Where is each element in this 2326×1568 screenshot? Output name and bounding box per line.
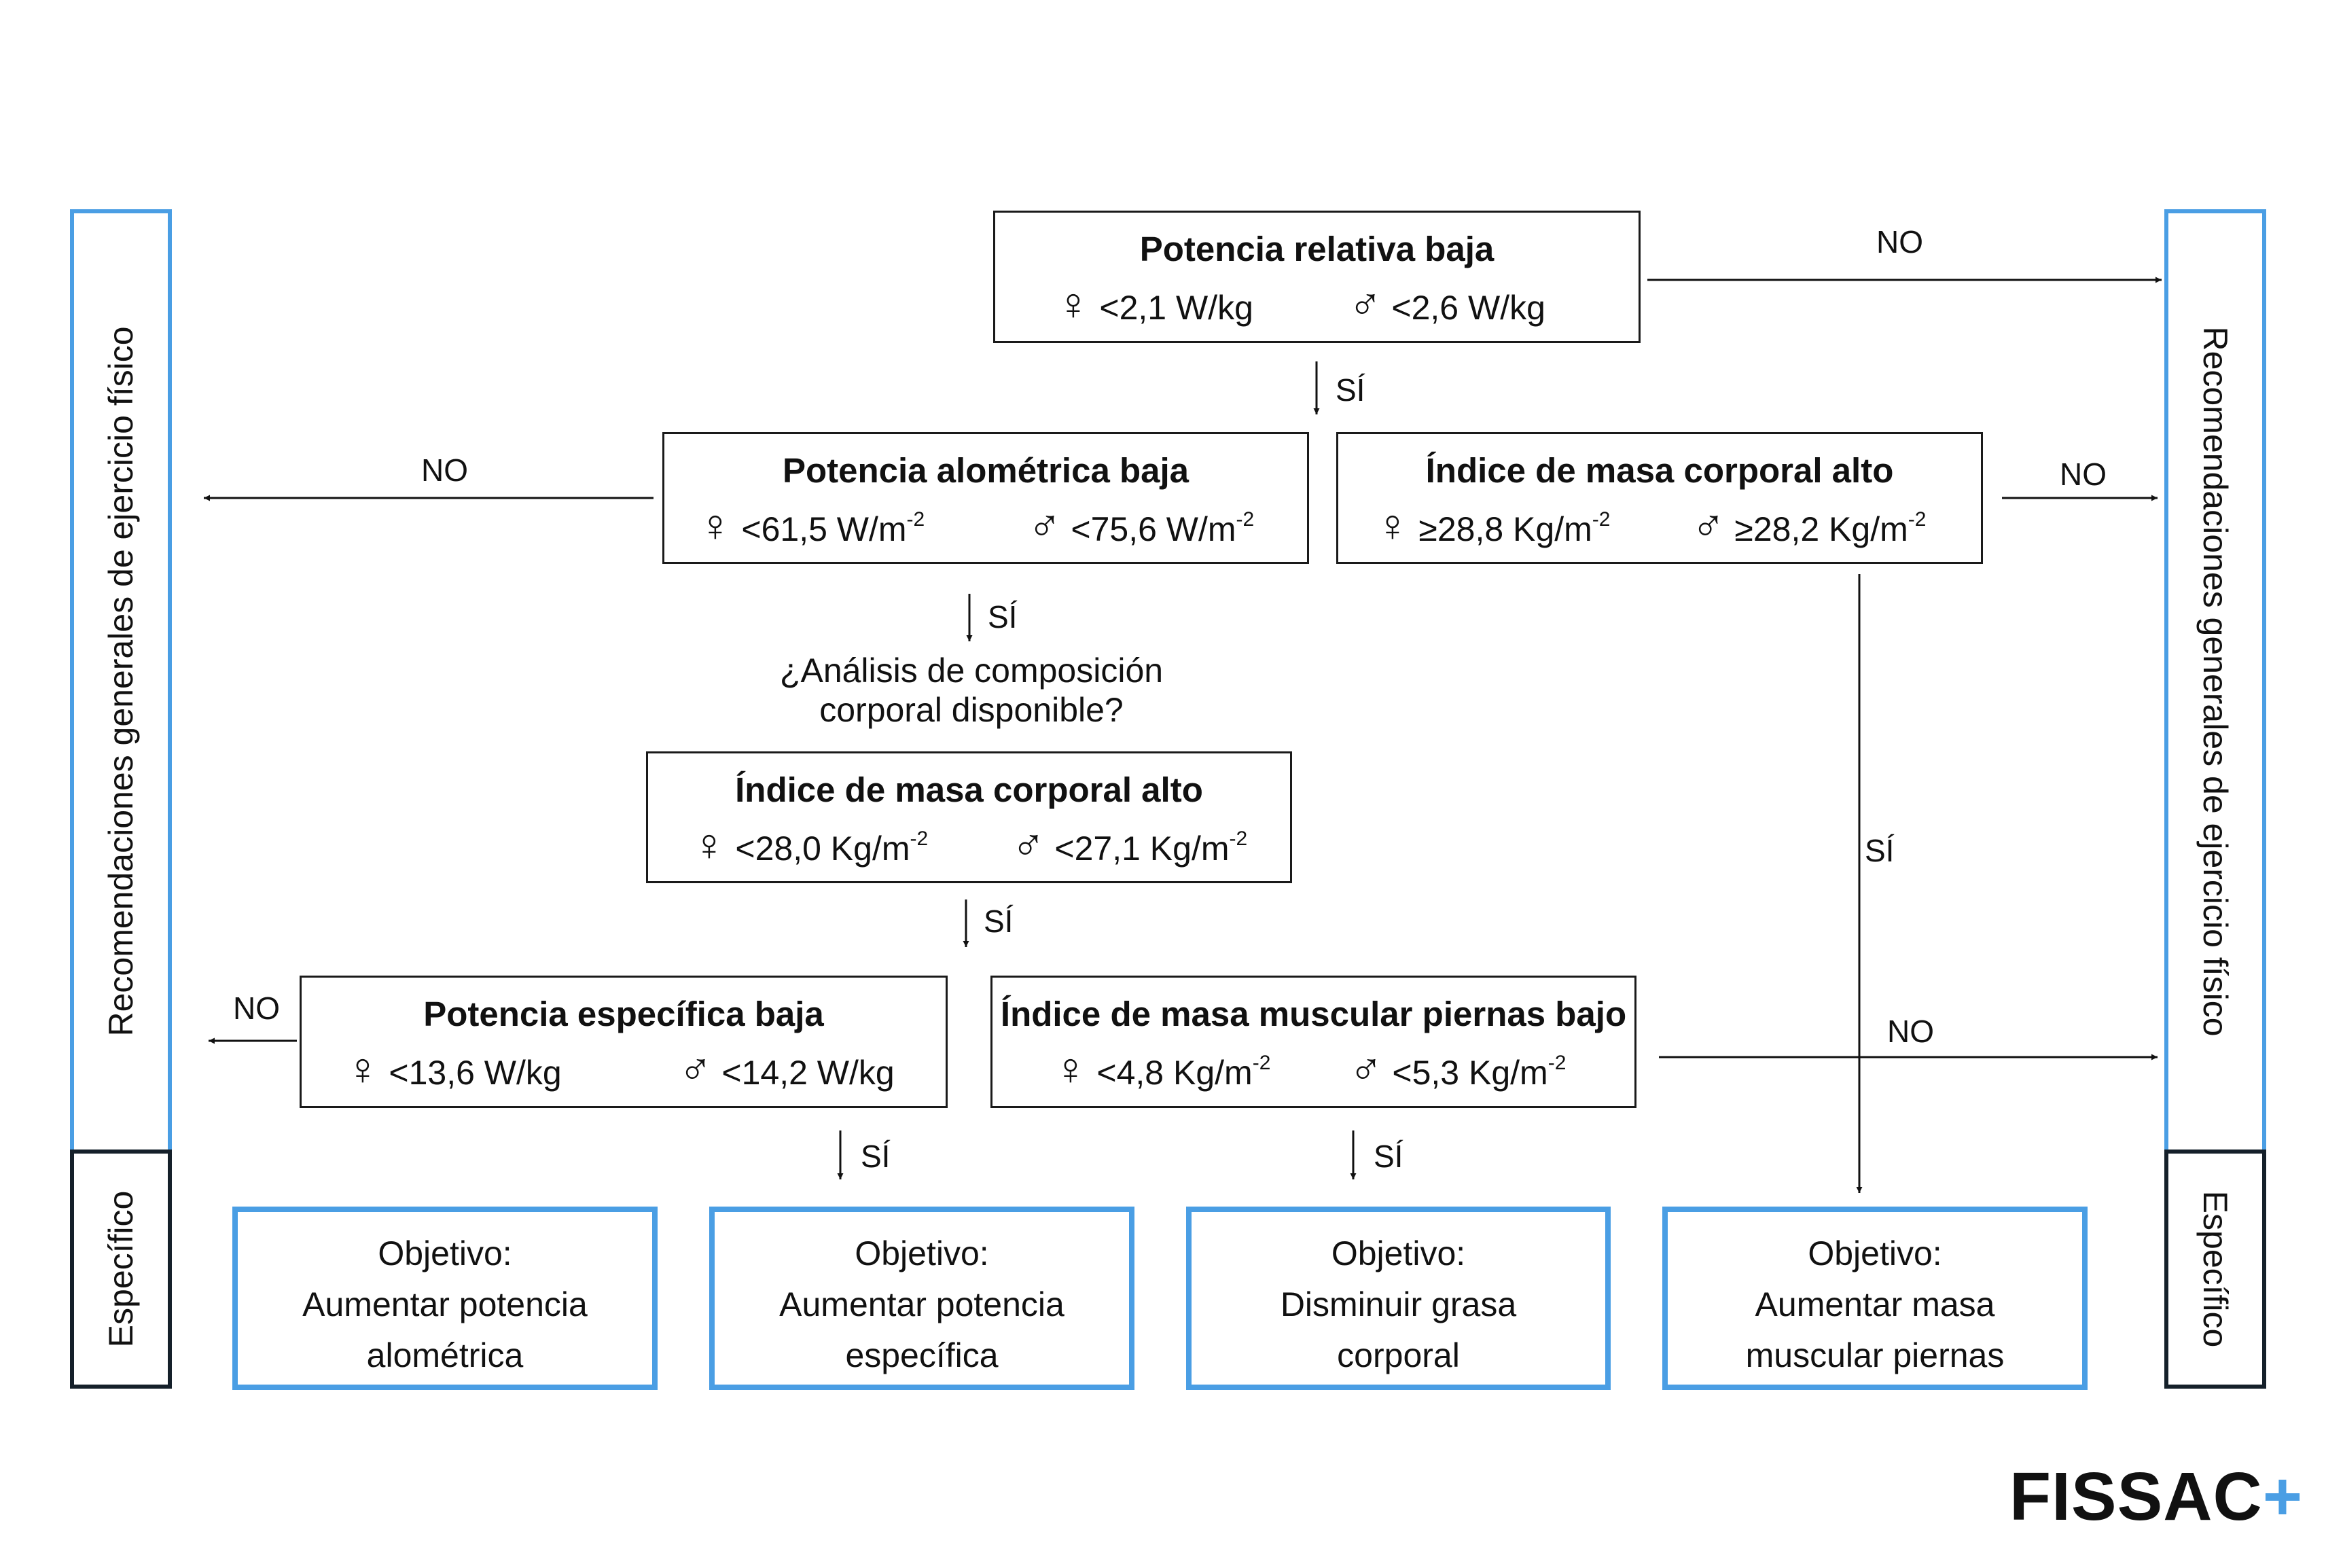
box-relative-power: Potencia relativa baja ♀ <2,1 W/kg ♂ <2,… [993, 211, 1641, 343]
male-icon: ♂ [1028, 500, 1062, 550]
goal-line: Disminuir grasa [1280, 1285, 1517, 1323]
right-specific-panel: Específico [2164, 1150, 2266, 1389]
goal-line: alométrica [366, 1336, 524, 1374]
male-threshold: <75,6 W/m [1071, 510, 1236, 548]
female-icon: ♀ [1054, 1044, 1088, 1094]
female-threshold: <61,5 W/m [741, 510, 907, 548]
yes-label-box3: SÍ [1865, 833, 1895, 868]
male-threshold: <14,2 W/kg [721, 1054, 895, 1092]
female-threshold: ≥28,8 Kg/m [1418, 510, 1592, 548]
fissac-logo: FISSAC+ [2009, 1459, 2303, 1534]
left-specific-panel: Específico [70, 1150, 172, 1389]
female-icon: ♀ [346, 1044, 380, 1094]
female-icon: ♀ [692, 819, 726, 870]
goal-line: Aumentar potencia [779, 1285, 1064, 1323]
box-title: Índice de masa corporal alto [735, 770, 1203, 809]
female-threshold: <4,8 Kg/m [1096, 1054, 1253, 1092]
female-exponent: -2 [1252, 1052, 1271, 1074]
female-exponent: -2 [906, 508, 925, 531]
female-exponent: -2 [1592, 508, 1611, 531]
logo-text: FISSAC [2009, 1459, 2263, 1535]
box-title: Índice de masa muscular piernas bajo [1000, 995, 1627, 1033]
male-icon: ♂ [1348, 279, 1382, 329]
yes-label-box2: SÍ [988, 599, 1018, 635]
box-allometric-power: Potencia alométrica baja ♀ <61,5 W/m-2 ♂… [662, 432, 1309, 564]
male-threshold: <2,6 W/kg [1391, 289, 1545, 327]
box-title: Potencia alométrica baja [782, 451, 1189, 490]
goal-heading: Objetivo: [1331, 1234, 1466, 1272]
male-exponent: -2 [1229, 827, 1248, 850]
goal-heading: Objetivo: [1808, 1234, 1942, 1272]
no-label-box3: NO [2060, 457, 2107, 492]
goal-heading: Objetivo: [855, 1234, 989, 1272]
female-threshold: <2,1 W/kg [1099, 289, 1253, 327]
box-leg-muscle-index: Índice de masa muscular piernas bajo ♀ <… [990, 976, 1636, 1108]
male-icon: ♂ [679, 1044, 713, 1094]
box-high-bmi-top: Índice de masa corporal alto ♀ ≥28,8 Kg/… [1336, 432, 1983, 564]
male-exponent: -2 [1236, 508, 1255, 531]
yes-label-box4: SÍ [984, 904, 1014, 939]
no-label-box2: NO [421, 452, 468, 488]
goal-leg-muscle: Objetivo: Aumentar masa muscular piernas [1662, 1207, 2088, 1390]
male-exponent: -2 [1547, 1052, 1567, 1074]
female-icon: ♀ [698, 500, 732, 550]
no-label-box5: NO [233, 991, 280, 1026]
box-title: Potencia relativa baja [1139, 230, 1495, 268]
goal-line: específica [845, 1336, 999, 1374]
left-general-text: Recomendaciones generales de ejercicio f… [102, 326, 140, 1037]
box-title: Potencia específica baja [423, 995, 824, 1033]
goal-specific-power: Objetivo: Aumentar potencia específica [709, 1207, 1134, 1390]
right-general-text: Recomendaciones generales de ejercicio f… [2196, 326, 2234, 1037]
composition-question: ¿Análisis de composición corporal dispon… [666, 651, 1277, 730]
left-general-panel: Recomendaciones generales de ejercicio f… [70, 209, 172, 1154]
female-icon: ♀ [1056, 279, 1090, 329]
goal-body-fat: Objetivo: Disminuir grasa corporal [1186, 1207, 1611, 1390]
yes-label-box1: SÍ [1336, 372, 1365, 408]
right-general-panel: Recomendaciones generales de ejercicio f… [2164, 209, 2266, 1154]
box-title: Índice de masa corporal alto [1425, 451, 1894, 490]
yes-label-box5: SÍ [861, 1139, 891, 1174]
male-threshold: ≥28,2 Kg/m [1734, 510, 1908, 548]
goal-line: corporal [1337, 1336, 1460, 1374]
box-high-bmi-middle: Índice de masa corporal alto ♀ <28,0 Kg/… [646, 751, 1292, 883]
question-line-2: corporal disponible? [819, 691, 1124, 729]
male-icon: ♂ [1349, 1044, 1383, 1094]
female-threshold: <28,0 Kg/m [735, 830, 910, 868]
male-exponent: -2 [1908, 508, 1927, 531]
female-exponent: -2 [910, 827, 929, 850]
goal-line: muscular piernas [1745, 1336, 2005, 1374]
female-threshold: <13,6 W/kg [389, 1054, 562, 1092]
no-label-box6: NO [1887, 1014, 1934, 1049]
left-specific-text: Específico [102, 1190, 140, 1348]
goal-line: Aumentar masa [1755, 1285, 1995, 1323]
goal-line: Aumentar potencia [302, 1285, 588, 1323]
box-specific-power: Potencia específica baja ♀ <13,6 W/kg ♂ … [300, 976, 948, 1108]
male-icon: ♂ [1012, 819, 1045, 870]
male-threshold: <27,1 Kg/m [1054, 830, 1230, 868]
male-threshold: <5,3 Kg/m [1392, 1054, 1548, 1092]
right-specific-text: Específico [2196, 1190, 2234, 1348]
question-line-1: ¿Análisis de composición [779, 652, 1164, 690]
goal-heading: Objetivo: [378, 1234, 512, 1272]
goal-allometric-power: Objetivo: Aumentar potencia alométrica [232, 1207, 658, 1390]
female-icon: ♀ [1376, 500, 1410, 550]
no-label-box1: NO [1876, 224, 1923, 260]
plus-icon: + [2262, 1459, 2304, 1535]
yes-label-box6: SÍ [1374, 1139, 1403, 1174]
male-icon: ♂ [1692, 500, 1725, 550]
